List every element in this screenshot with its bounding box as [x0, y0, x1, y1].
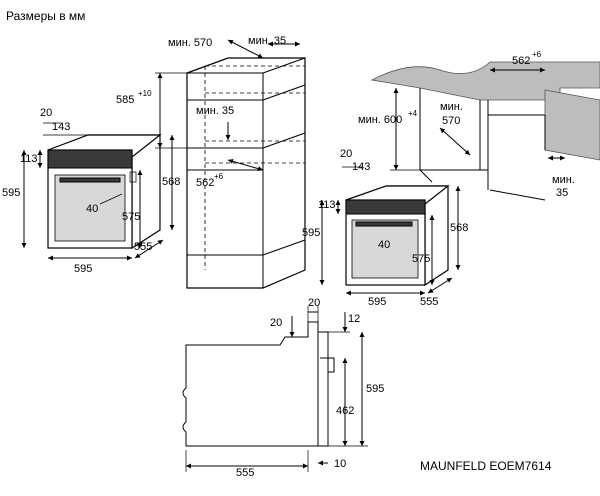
dim-label-585: 585 [116, 94, 134, 106]
dim-label-20: 20 [40, 107, 52, 119]
dim-label-595-h: 595 [2, 187, 20, 199]
dim2-arrow-555 [427, 277, 453, 294]
dim2-label-143: 143 [352, 161, 370, 173]
dim-label-562: 562 [196, 177, 214, 189]
oven-door-glass [54, 174, 126, 242]
dim4-label-20-left: 20 [270, 317, 282, 329]
cabinet-top-side [262, 57, 306, 74]
dim-label-595-w: 595 [74, 263, 92, 275]
dim3-label-min570-b: 570 [442, 115, 460, 127]
dim-label-555: 555 [134, 241, 152, 253]
dim4-label-462: 462 [336, 405, 354, 417]
dim3-label-562-tol: +6 [532, 50, 542, 59]
oven-door-handle [59, 177, 121, 183]
dim-arrow-min570 [227, 39, 264, 59]
dim2-label-568: 568 [450, 222, 468, 234]
dim-arrow-562 [227, 158, 264, 172]
cabinet-shelf-2-side [262, 132, 306, 149]
dim3-arrow-min570 [439, 127, 471, 156]
dim-label-575: 575 [122, 211, 140, 223]
dim-arrow-555 [134, 239, 164, 259]
oven-front-view-right: 20 143 113 595 568 40 575 595 555 [302, 148, 468, 308]
dim3-label-min600-tol: +4 [408, 109, 418, 118]
dim2-label-595-h: 595 [302, 227, 320, 239]
diagram-title: Размеры в мм [6, 9, 85, 23]
oven2-control-panel [345, 199, 426, 215]
model-name: MAUNFELD EOEM7614 [420, 459, 552, 473]
side-wall [544, 89, 600, 161]
oven2-door-glass [351, 219, 419, 279]
dim-label-568: 568 [162, 176, 180, 188]
dim2-label-113: 113 [318, 199, 336, 211]
oven-side-outline [182, 321, 319, 447]
side-profile-view: 20 20 12 595 462 555 10 [182, 297, 384, 479]
dim3-label-562: 562 [512, 55, 530, 67]
cabinet-base-side [262, 239, 306, 256]
oven-door-profile [317, 331, 329, 447]
niche-left-edge [419, 88, 433, 183]
dim3-label-min570-a: мин. [440, 101, 463, 113]
undercounter-niche-view: 562 +6 мин. 600 +4 мин. 570 мин. 35 [358, 50, 600, 201]
tall-cabinet-view: мин. 570 мин. 35 585 +10 мин. 35 562 +6 [116, 35, 306, 289]
dim3-label-min35-b: 35 [556, 187, 568, 199]
oven-handle-profile [320, 357, 335, 373]
cabinet-outline [186, 57, 306, 289]
dim-label-562-tol: +6 [214, 172, 224, 181]
dim-label-143: 143 [52, 121, 70, 133]
dim2-label-20: 20 [340, 148, 352, 160]
dim-label-113: 113 [20, 153, 38, 165]
oven2-door-handle [355, 221, 413, 227]
dim4-label-595: 595 [366, 383, 384, 395]
dim2-label-555: 555 [420, 296, 438, 308]
dim3-label-min600: мин. 600 [358, 114, 402, 126]
dim2-label-40: 40 [378, 239, 390, 251]
dim4-label-12: 12 [348, 313, 360, 325]
cabinet-shelf-1-side [262, 84, 306, 101]
dim4-label-555: 555 [236, 467, 254, 479]
oven-control-panel [47, 149, 133, 169]
dim4-label-10: 10 [334, 458, 346, 470]
dim4-label-20-top: 20 [308, 297, 320, 309]
dim2-label-595-w: 595 [368, 296, 386, 308]
dim-label-585-tol: +10 [138, 89, 152, 98]
dim-label-min570: мин. 570 [168, 37, 212, 49]
dim-label-min35-mid: мин. 35 [196, 105, 234, 117]
oven-front-view-left: 20 143 113 595 568 40 575 595 555 [2, 107, 180, 275]
dim3-label-min35-a: мин. [552, 174, 575, 186]
dim2-label-575: 575 [412, 253, 430, 265]
oven-mount-bracket [129, 171, 137, 183]
dim-label-40: 40 [86, 203, 98, 215]
niche-floor-right [489, 189, 546, 201]
dim-leader-40 [99, 193, 123, 205]
dim-label-min35-top: мин. 35 [248, 35, 286, 47]
